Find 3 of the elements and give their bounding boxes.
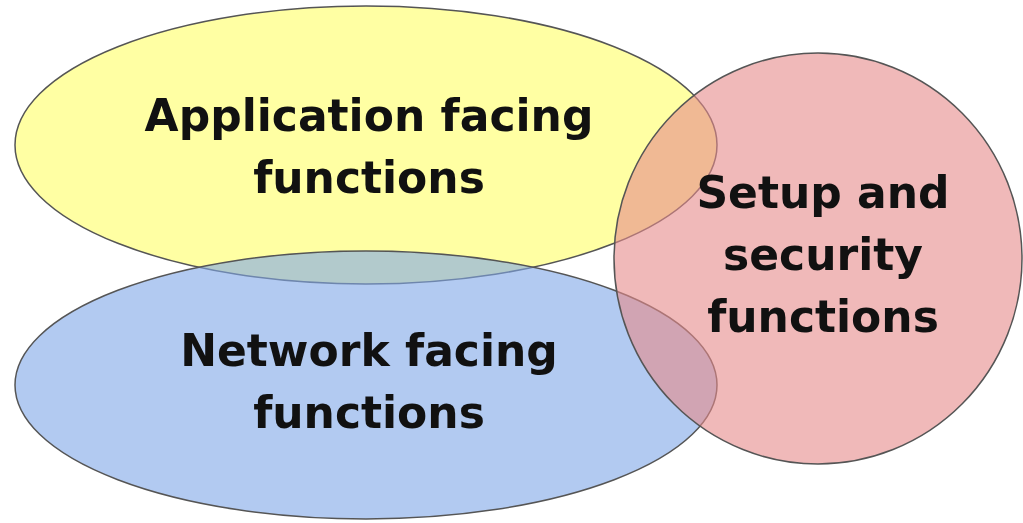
set-label: Setup and security functions bbox=[695, 166, 951, 344]
set-label: Network facing functions bbox=[179, 324, 559, 440]
set-label: Application facing functions bbox=[143, 89, 595, 205]
